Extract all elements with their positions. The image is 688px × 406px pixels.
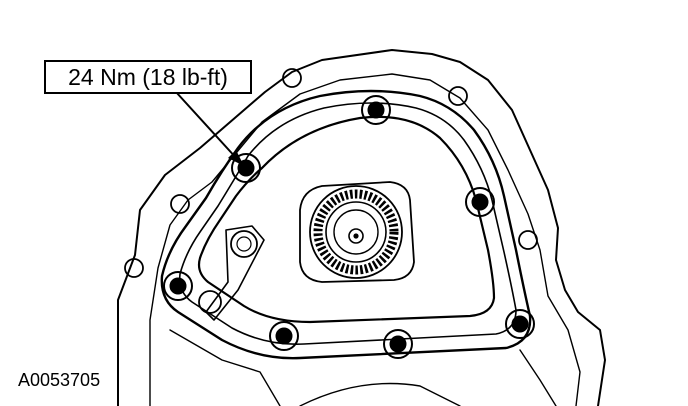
bolt-icon — [383, 329, 413, 359]
dowel-hole-icon — [518, 230, 538, 250]
dowel-hole-icon — [282, 68, 302, 88]
lower-web-right — [519, 349, 557, 406]
figure-id: A0053705 — [18, 370, 101, 390]
tube-plug-inner — [236, 236, 252, 252]
bolt-icon — [465, 187, 495, 217]
dowel-hole-icon — [448, 86, 468, 106]
speed-sensor-gear-icon — [309, 185, 403, 279]
lower-web-left — [169, 329, 281, 406]
case-outline-inner — [149, 73, 581, 406]
lower-arc — [299, 382, 461, 406]
dowel-hole-icon — [124, 258, 144, 278]
bolt-icon — [361, 95, 391, 125]
filler-tube — [205, 225, 265, 321]
center-boss — [299, 181, 415, 283]
dowel-hole-icon — [198, 290, 222, 314]
torque-label: 24 Nm (18 lb-ft) — [68, 63, 228, 90]
bolt-icon — [231, 153, 261, 183]
bolt-icon — [163, 271, 193, 301]
dowel-hole-icon — [170, 194, 190, 214]
bolt-icon — [269, 321, 299, 351]
tube-plug — [230, 230, 258, 258]
cover-flange-outer — [160, 89, 532, 360]
callout-leader — [175, 91, 239, 161]
torque-callout-box: 24 Nm (18 lb-ft) — [44, 60, 252, 94]
cover-face — [197, 115, 496, 324]
bolt-icon — [505, 309, 535, 339]
case-outline — [117, 49, 606, 406]
